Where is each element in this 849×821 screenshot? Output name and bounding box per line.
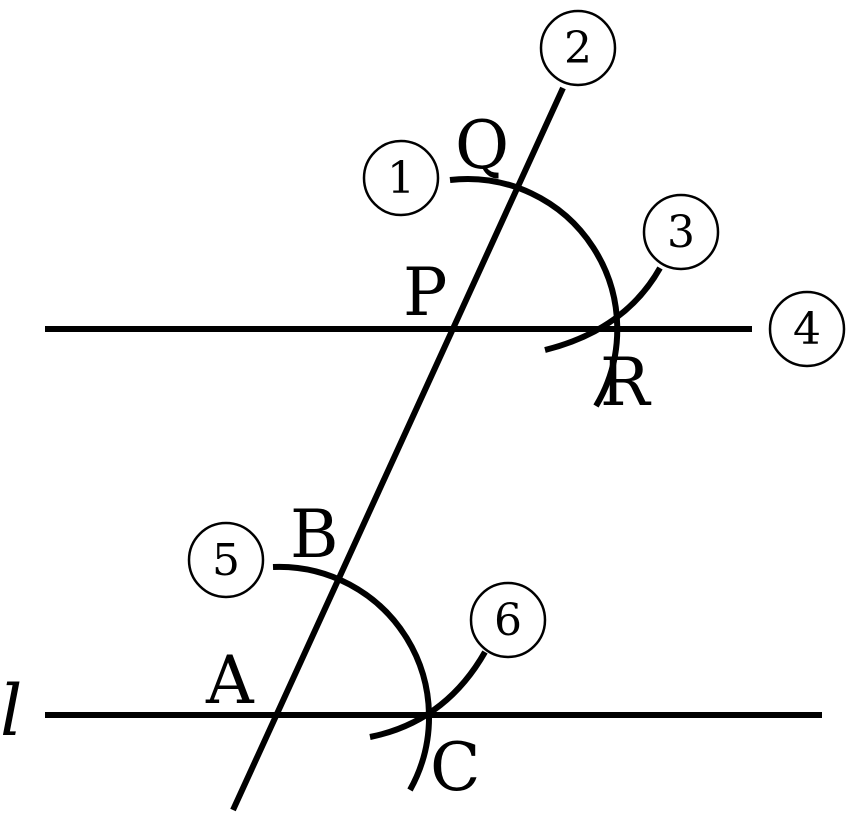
step-marker-5: 5: [187, 521, 265, 599]
label-b: B: [290, 496, 339, 573]
arc-center-q: [544, 266, 663, 353]
step-number-5: 5: [212, 535, 240, 586]
label-q: Q: [455, 107, 509, 184]
step-marker-3: 3: [642, 193, 720, 271]
step-number-1: 1: [387, 153, 415, 204]
arc-center-p: [449, 176, 621, 408]
step-marker-4: 4: [768, 290, 846, 368]
step-marker-6: 6: [469, 581, 547, 659]
label-c: C: [430, 729, 481, 806]
step-marker-1: 1: [362, 139, 440, 217]
transversal-line: [230, 86, 566, 812]
label-p: P: [403, 254, 447, 331]
step-number-2: 2: [564, 23, 592, 74]
step-marker-2: 2: [539, 9, 617, 87]
arc-center-a: [272, 563, 432, 792]
label-a: A: [205, 642, 255, 719]
step-number-6: 6: [494, 595, 522, 646]
label-r: R: [600, 344, 652, 421]
step-number-3: 3: [667, 207, 695, 258]
arc-center-b: [369, 650, 488, 740]
step-number-4: 4: [793, 304, 821, 355]
label-line-l: l: [0, 670, 22, 752]
